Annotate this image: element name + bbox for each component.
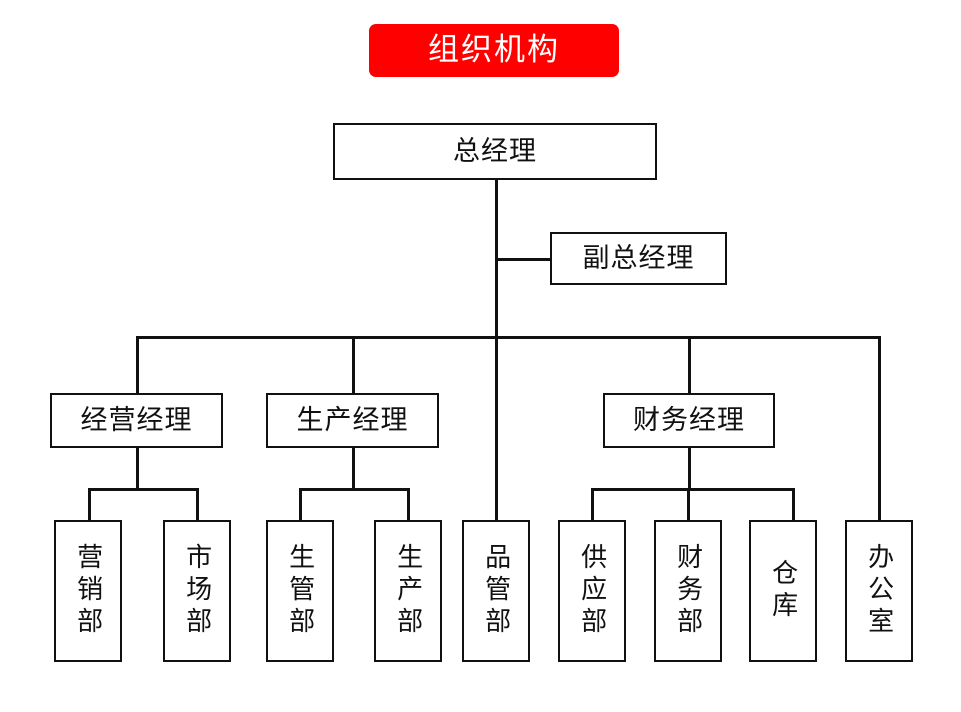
node-label-production-control-department: 生管部 xyxy=(285,543,315,639)
node-label-quality-control-department: 品管部 xyxy=(481,543,511,639)
node-finance-department[interactable]: 财务部 xyxy=(654,520,722,662)
connector-fin-to-gy xyxy=(591,488,594,520)
node-label-market-department: 市场部 xyxy=(182,543,212,639)
connector-fin-to-cw xyxy=(687,488,690,520)
connector-prod-to-scb xyxy=(407,488,410,520)
node-operations-manager[interactable]: 经营经理 xyxy=(50,393,223,448)
connector-gm-to-deputy xyxy=(495,258,552,261)
node-label-production-manager: 生产经理 xyxy=(296,405,409,436)
chart-title-banner: 组织机构 xyxy=(369,24,619,77)
node-quality-control-department[interactable]: 品管部 xyxy=(462,520,530,662)
node-label-marketing-department: 营销部 xyxy=(73,543,103,639)
connector-ops-mgr-bus xyxy=(89,488,199,491)
connector-fin-mgr-stem xyxy=(688,448,691,490)
node-label-supply-department: 供应部 xyxy=(577,543,607,639)
node-office[interactable]: 办公室 xyxy=(845,520,913,662)
chart-title-text: 组织机构 xyxy=(428,32,560,68)
node-label-deputy-general-manager: 副总经理 xyxy=(582,243,695,274)
connector-bus-to-office xyxy=(878,336,881,520)
node-market-department[interactable]: 市场部 xyxy=(163,520,231,662)
node-supply-department[interactable]: 供应部 xyxy=(558,520,626,662)
connector-ops-to-sc xyxy=(196,488,199,520)
node-label-finance-manager: 财务经理 xyxy=(633,405,745,436)
connector-prod-mgr-stem xyxy=(352,448,355,490)
connector-fin-to-ck xyxy=(792,488,795,520)
connector-gm-spine xyxy=(495,180,498,520)
connector-fin-mgr-bus xyxy=(592,488,795,491)
node-label-production-department: 生产部 xyxy=(393,543,423,639)
connector-bus-to-prod-mgr xyxy=(352,336,355,393)
node-label-finance-department: 财务部 xyxy=(673,543,703,639)
node-production-control-department[interactable]: 生管部 xyxy=(266,520,334,662)
connector-ops-mgr-stem xyxy=(136,448,139,490)
connector-manager-bus xyxy=(137,336,881,339)
node-label-office: 办公室 xyxy=(864,543,894,639)
connector-bus-to-ops-mgr xyxy=(136,336,139,393)
node-finance-manager[interactable]: 财务经理 xyxy=(603,393,775,448)
node-production-department[interactable]: 生产部 xyxy=(374,520,442,662)
connector-prod-mgr-bus xyxy=(300,488,410,491)
node-general-manager[interactable]: 总经理 xyxy=(333,123,657,180)
node-marketing-department[interactable]: 营销部 xyxy=(54,520,122,662)
connector-ops-to-yx xyxy=(88,488,91,520)
node-label-operations-manager: 经营经理 xyxy=(80,405,193,436)
node-label-general-manager: 总经理 xyxy=(453,136,537,167)
connector-bus-to-fin-mgr xyxy=(688,336,691,393)
connector-prod-to-sg xyxy=(299,488,302,520)
node-label-warehouse: 仓库 xyxy=(768,559,798,623)
node-production-manager[interactable]: 生产经理 xyxy=(266,393,439,448)
node-deputy-general-manager[interactable]: 副总经理 xyxy=(550,232,727,285)
node-warehouse[interactable]: 仓库 xyxy=(749,520,817,662)
